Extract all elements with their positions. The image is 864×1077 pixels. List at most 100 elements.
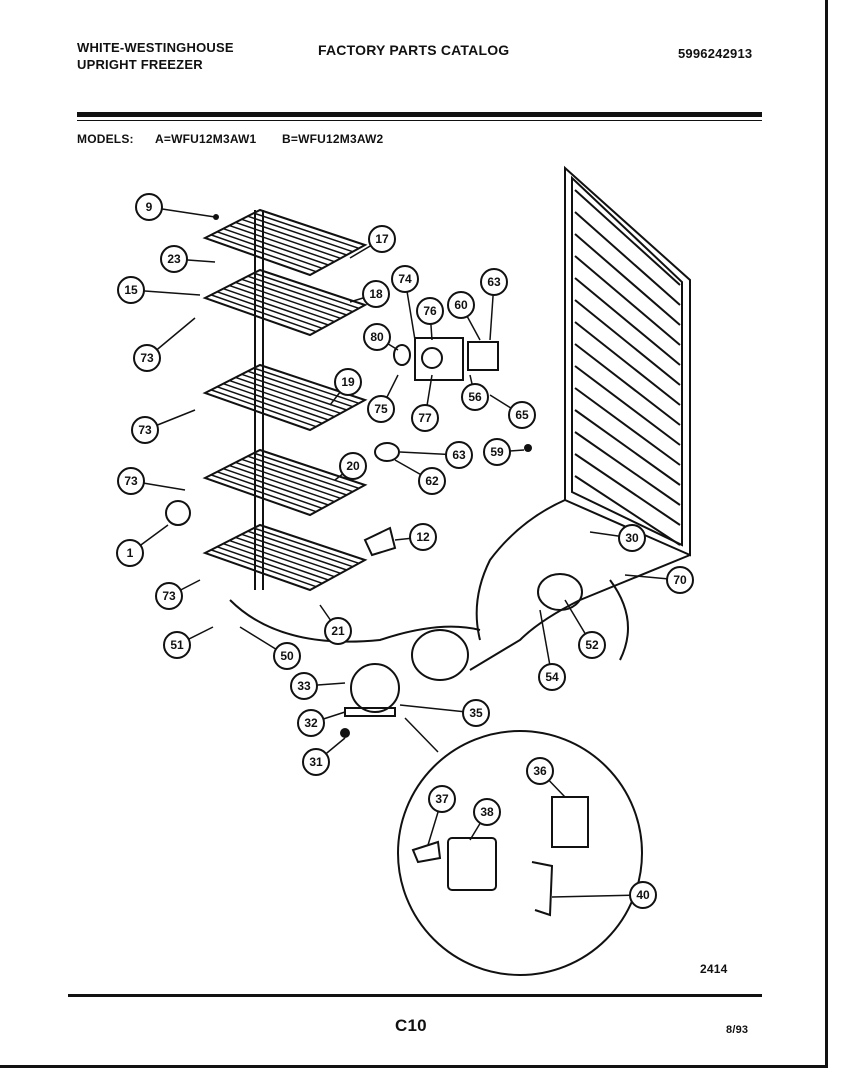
coil-line: [574, 343, 681, 426]
callout-74: 74: [391, 265, 419, 341]
callout-19: 19: [329, 368, 362, 406]
model-a: A=WFU12M3AW1: [155, 132, 257, 146]
callout-number: 65: [515, 408, 529, 422]
callout-38: 38: [469, 798, 501, 841]
callout-65: 65: [489, 394, 536, 429]
callout-30: 30: [589, 524, 646, 552]
callout-number: 50: [280, 649, 294, 663]
callout-40: 40: [551, 881, 657, 909]
callout-60: 60: [447, 291, 481, 341]
callout-76: 76: [416, 297, 444, 341]
callout-number: 80: [370, 330, 384, 344]
callout-73: 73: [117, 467, 186, 495]
wire-shelf: [202, 523, 368, 592]
page-number: C10: [395, 1016, 427, 1035]
callout-73: 73: [133, 317, 196, 372]
callout-54: 54: [538, 609, 566, 691]
callout-number: 74: [398, 272, 412, 286]
brand-line-1: WHITE-WESTINGHOUSE: [77, 40, 234, 55]
callout-number: 9: [146, 200, 153, 214]
callout-number: 19: [341, 375, 355, 389]
callout-number: 17: [375, 232, 389, 246]
callout-number: 63: [452, 448, 466, 462]
electrical-detail-inset: [397, 717, 643, 976]
callout-20: 20: [334, 452, 367, 481]
callout-number: 62: [425, 474, 439, 488]
footer-rule: [68, 994, 762, 997]
revision-date: 8/93: [726, 1024, 749, 1036]
callout-73: 73: [155, 579, 201, 610]
callout-15: 15: [117, 276, 201, 304]
callout-number: 32: [304, 716, 318, 730]
models-label: MODELS:: [77, 132, 134, 146]
callout-12: 12: [394, 523, 437, 551]
coil-line: [574, 321, 681, 406]
callout-number: 33: [297, 679, 311, 693]
callout-63: 63: [399, 441, 473, 469]
coil-line: [574, 255, 681, 346]
callout-59: 59: [483, 438, 525, 466]
callout-number: 1: [127, 546, 134, 560]
callout-number: 59: [490, 445, 504, 459]
callout-50: 50: [239, 626, 301, 670]
fan-motor-assembly: [393, 337, 499, 381]
callout-32: 32: [297, 709, 346, 737]
catalog-part-number: 5996242913: [678, 46, 753, 61]
callout-number: 37: [435, 792, 449, 806]
shelf-support-rods: [254, 210, 264, 590]
wire-shelf: [202, 268, 368, 337]
condenser-coil: [564, 165, 691, 557]
callout-number: 56: [468, 390, 482, 404]
callout-number: 54: [545, 670, 559, 684]
callout-number: 21: [331, 624, 345, 638]
wire-shelf: [202, 208, 368, 277]
coil-line: [574, 365, 681, 446]
header-rule: [77, 112, 762, 117]
callout-number: 73: [138, 423, 152, 437]
callout-number: 63: [487, 275, 501, 289]
callout-77: 77: [411, 374, 439, 432]
callout-number: 73: [124, 474, 138, 488]
coil-line: [574, 475, 681, 546]
callout-63: 63: [480, 268, 508, 341]
callout-number: 36: [533, 764, 547, 778]
page-border: [0, 0, 828, 1068]
callout-number: 60: [454, 298, 468, 312]
callout-number: 30: [625, 531, 639, 545]
callout-31: 31: [302, 737, 346, 776]
callout-37: 37: [427, 785, 456, 846]
callout-56: 56: [461, 374, 489, 411]
figure-number: 2414: [700, 962, 728, 976]
callout-21: 21: [319, 604, 352, 645]
catalog-title: FACTORY PARTS CATALOG: [318, 42, 510, 58]
callout-number: 23: [167, 252, 181, 266]
coil-line: [574, 189, 681, 286]
callout-number: 31: [309, 755, 323, 769]
callout-9: 9: [135, 193, 216, 221]
callout-number: 77: [418, 411, 432, 425]
coil-line: [574, 453, 681, 526]
callout-80: 80: [363, 323, 399, 351]
callout-number: 73: [162, 589, 176, 603]
callout-number: 38: [480, 805, 494, 819]
coil-line: [574, 387, 681, 466]
brand-line-2: UPRIGHT FREEZER: [77, 57, 203, 72]
model-b: B=WFU12M3AW2: [282, 132, 384, 146]
callout-number: 35: [469, 706, 483, 720]
coil-line: [574, 299, 681, 386]
coil-line: [574, 211, 681, 306]
callout-33: 33: [290, 672, 346, 700]
callout-number: 51: [170, 638, 184, 652]
callout-number: 15: [124, 283, 138, 297]
callout-62: 62: [394, 459, 446, 495]
coil-line: [574, 431, 681, 506]
header-rule-thin: [77, 120, 762, 121]
callout-number: 75: [374, 402, 388, 416]
callout-35: 35: [399, 699, 490, 727]
callout-number: 12: [416, 530, 430, 544]
callout-17: 17: [349, 225, 396, 259]
callout-number: 40: [636, 888, 650, 902]
wire-shelf: [202, 448, 368, 517]
